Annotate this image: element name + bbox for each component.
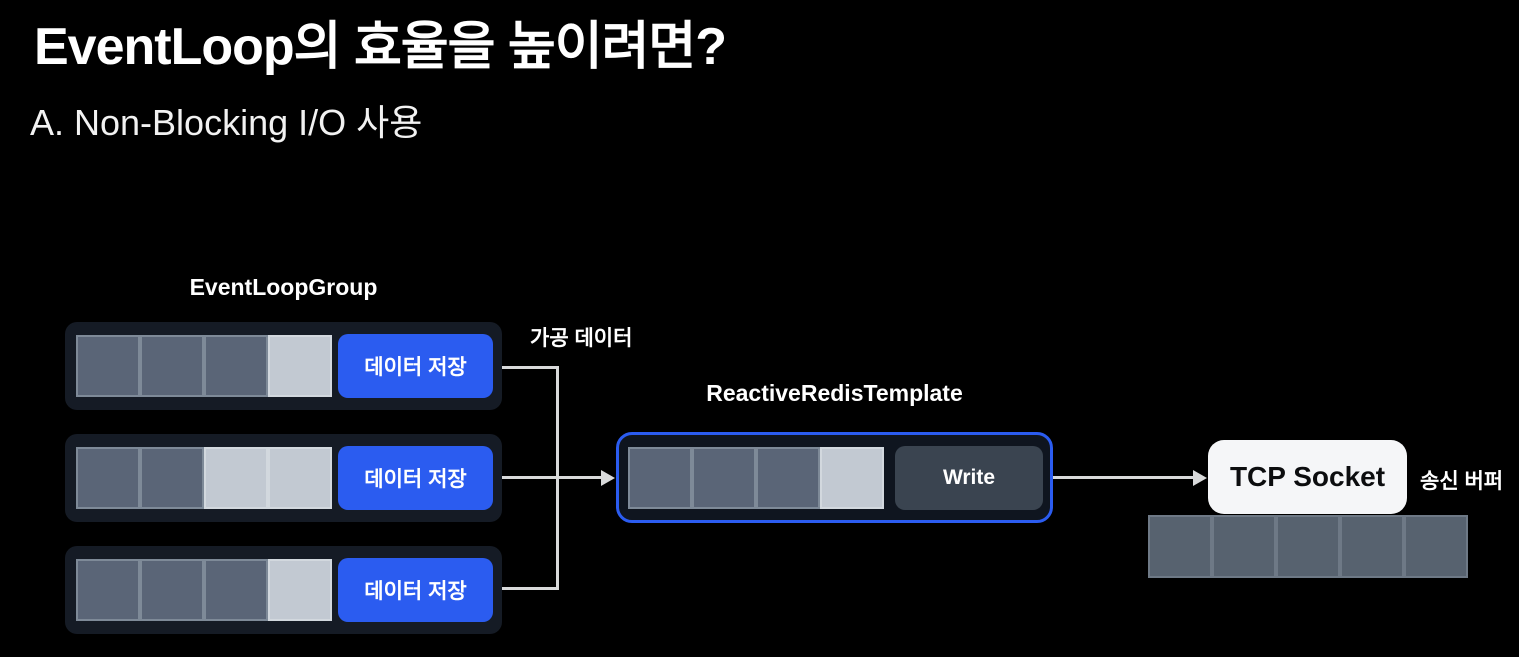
reactive-redis-template-box: Write [616, 432, 1053, 523]
queue-cell-dark [628, 446, 692, 509]
tcp-socket-box: TCP Socket [1208, 440, 1407, 514]
arrowhead-to-redis-template [601, 470, 615, 486]
queue-cell-dark [76, 447, 140, 509]
connector-to-tcp-line [1053, 476, 1195, 479]
queue-cell-dark [1212, 515, 1276, 578]
connector-row2-arrow-line [502, 476, 602, 479]
write-button: Write [895, 445, 1043, 510]
arrowhead-to-tcp-socket [1193, 470, 1207, 486]
send-buffer-label: 송신 버퍼 [1420, 470, 1504, 493]
queue-cell-dark [204, 335, 268, 397]
queue-cell-dark [1276, 515, 1340, 578]
queue-cell-dark [1404, 515, 1468, 578]
eventloop-row-1: 데이터 저장 [65, 322, 502, 410]
queue-cell-light [268, 447, 332, 509]
processed-data-label: 가공 데이터 [530, 327, 633, 350]
eventloopgroup-label: EventLoopGroup [189, 274, 378, 300]
queue-cell-dark [76, 335, 140, 397]
send-buffer-cells [1148, 515, 1468, 578]
queue-cell-light [204, 447, 268, 509]
subtitle: A. Non-Blocking I/O 사용 [30, 102, 423, 143]
queue-cell-light [268, 335, 332, 397]
eventloop-queue-2 [76, 447, 332, 509]
queue-cell-dark [140, 335, 204, 397]
queue-cell-dark [756, 446, 820, 509]
queue-cell-dark [204, 559, 268, 621]
eventloop-queue-3 [76, 559, 332, 621]
queue-cell-dark [1340, 515, 1404, 578]
save-data-button-2: 데이터 저장 [338, 446, 493, 510]
eventloop-row-2: 데이터 저장 [65, 434, 502, 522]
eventloop-queue-1 [76, 335, 332, 397]
queue-cell-dark [76, 559, 140, 621]
redis-template-queue [628, 446, 884, 509]
queue-cell-light [820, 446, 884, 509]
connector-row1 [502, 366, 558, 369]
save-data-button-3: 데이터 저장 [338, 558, 493, 622]
eventloop-row-3: 데이터 저장 [65, 546, 502, 634]
queue-cell-dark [140, 559, 204, 621]
queue-cell-dark [1148, 515, 1212, 578]
save-data-button-1: 데이터 저장 [338, 334, 493, 398]
connector-row3 [502, 587, 558, 590]
queue-cell-dark [140, 447, 204, 509]
page-title: EventLoop의 효율을 높이려면? [34, 18, 727, 76]
queue-cell-light [268, 559, 332, 621]
queue-cell-dark [692, 446, 756, 509]
reactive-redis-template-label: ReactiveRedisTemplate [706, 380, 963, 406]
